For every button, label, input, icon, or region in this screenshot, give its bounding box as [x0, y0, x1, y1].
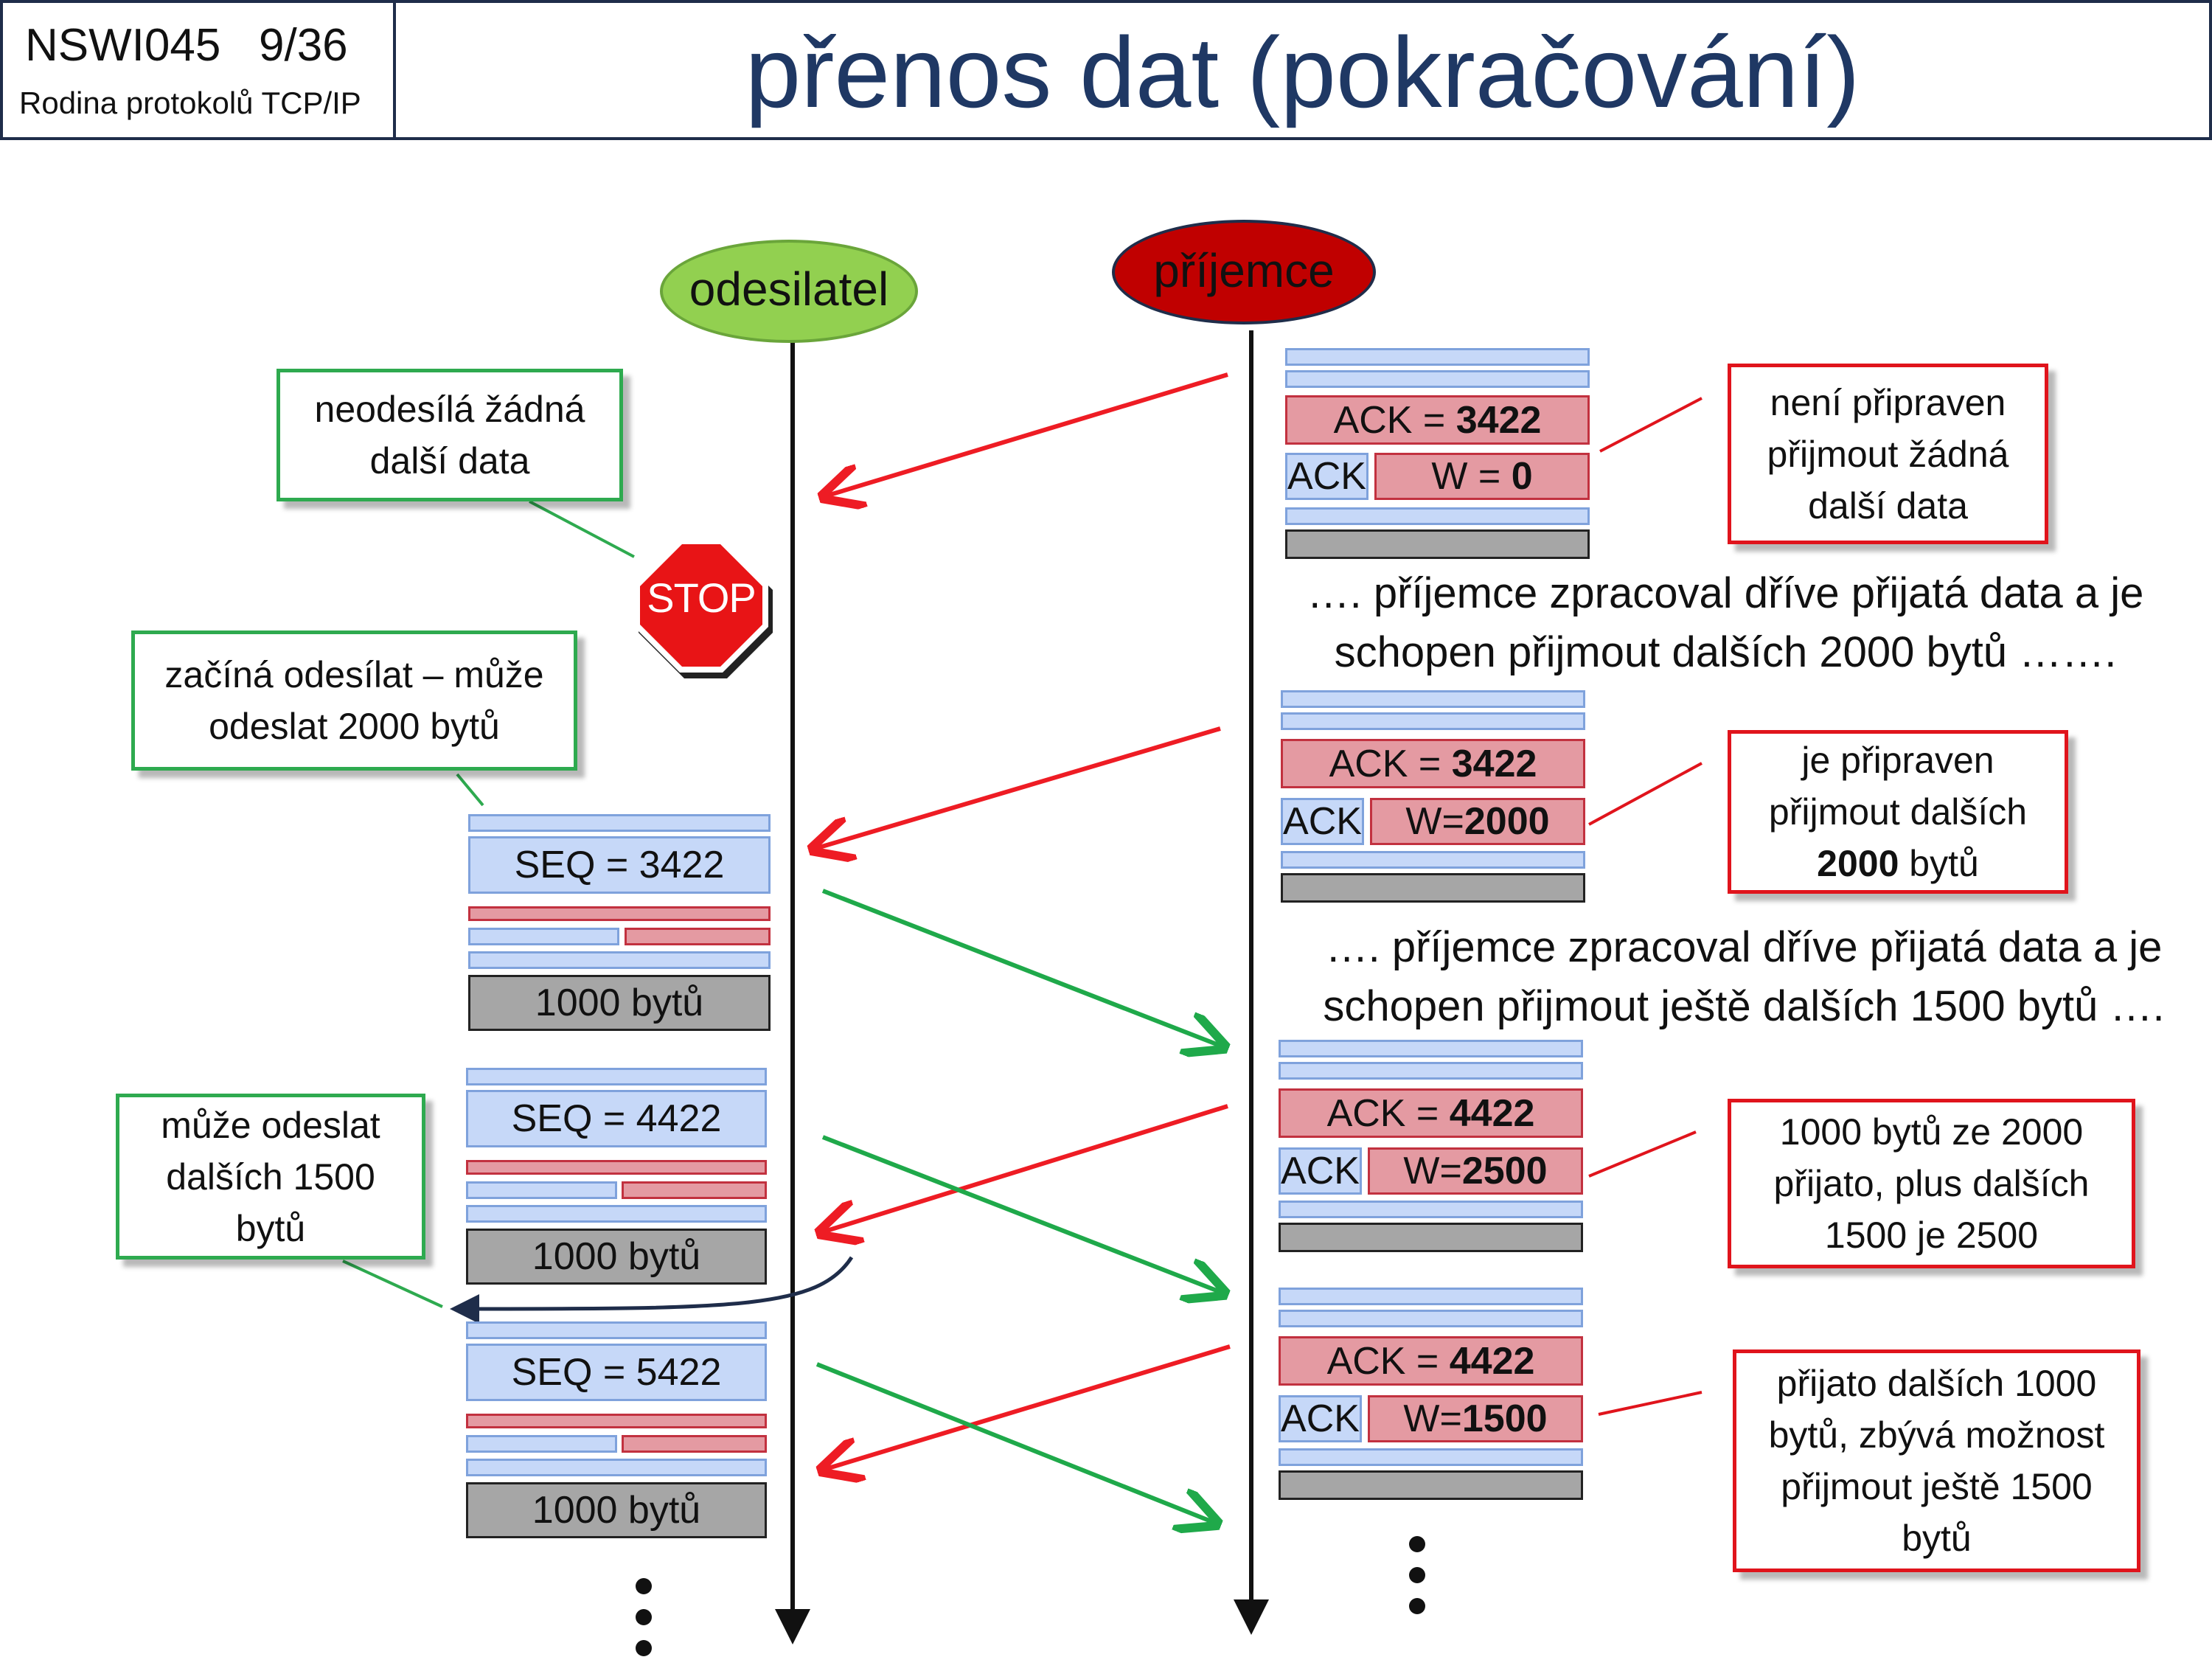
processed-text-2: …. příjemce zpracoval dříve přijatá data… — [1323, 923, 2165, 1030]
title-box: přenos dat (pokračování) — [393, 0, 2212, 140]
data-arrow-2 — [821, 1135, 1220, 1292]
ack-field: ACK = 3422 — [1285, 395, 1590, 445]
page-title: přenos dat (pokračování) — [745, 16, 1860, 128]
window-field: W=2000 — [1370, 798, 1585, 845]
window-arrow — [450, 1256, 854, 1324]
window-field: W=1500 — [1368, 1395, 1583, 1442]
seq-field: SEQ = 5422 — [466, 1344, 767, 1401]
note-ready-2000: je připraven přijmout dalších 2000 bytů — [1728, 730, 2068, 894]
processed-text-1: …. příjemce zpracoval dříve přijatá data… — [1307, 569, 2144, 676]
note-no-send: neodesílá žádná další data — [276, 369, 623, 501]
ack-arrow-2 — [817, 726, 1221, 848]
ack-flag: ACK — [1285, 453, 1368, 500]
data-arrow-1 — [821, 889, 1220, 1046]
connector-ready-2000 — [1588, 762, 1703, 826]
receiver-label: příjemce — [1153, 244, 1335, 297]
seq-field: SEQ = 3422 — [468, 836, 771, 894]
connector-no-send — [529, 500, 635, 558]
note-line: přijmout dalších — [1768, 791, 2028, 833]
ack-arrow-1 — [827, 372, 1228, 496]
note-ready-2000-text: je připraven přijmout dalších 2000 bytů — [1769, 734, 2027, 889]
payload-field: 1000 bytů — [468, 975, 771, 1031]
sender-ellipse: odesilatel — [660, 240, 918, 343]
note-received-1000: 1000 bytů ze 2000 přijato, plus dalších … — [1728, 1099, 2135, 1268]
stop-sign-label: STOP — [647, 574, 756, 621]
ack-flag: ACK — [1279, 1147, 1362, 1195]
note-line: je připraven — [1801, 740, 1994, 781]
ack-flag: ACK — [1279, 1395, 1362, 1442]
ack-arrow-4 — [826, 1344, 1231, 1469]
course-name: Rodina protokolů TCP/IP — [19, 86, 361, 120]
note-received-more: přijato dalších 1000 bytů, zbývá možnost… — [1733, 1349, 2140, 1572]
ack-field: ACK = 4422 — [1279, 1088, 1583, 1138]
receiver-ellipse: příjemce — [1112, 220, 1376, 324]
sender-label: odesilatel — [689, 263, 889, 316]
stop-sign — [634, 538, 773, 678]
ack-field: ACK = 3422 — [1281, 739, 1585, 788]
ack-field: ACK = 4422 — [1279, 1336, 1583, 1386]
data-arrow-3 — [815, 1362, 1213, 1522]
ack-flag: ACK — [1281, 798, 1364, 845]
note-line: 2000 bytů — [1817, 843, 1979, 884]
ack-arrow-3 — [824, 1104, 1228, 1231]
note-not-ready: není připraven přijmout žádná další data — [1728, 364, 2048, 544]
connector-start-send — [456, 773, 484, 807]
course-box: NSWI045 9/36 Rodina protokolů TCP/IP — [0, 0, 396, 140]
sender-continuation-dots — [636, 1578, 652, 1671]
receiver-continuation-dots — [1409, 1536, 1425, 1629]
connector-received-1000 — [1588, 1130, 1697, 1178]
seq-field: SEQ = 4422 — [466, 1090, 767, 1147]
connector-received-more — [1598, 1391, 1703, 1416]
course-code: NSWI045 9/36 — [25, 20, 348, 71]
window-field: W = 0 — [1374, 453, 1590, 500]
connector-not-ready — [1599, 397, 1703, 453]
payload-field: 1000 bytů — [466, 1229, 767, 1285]
note-can-send-more: může odeslat dalších 1500 bytů — [116, 1094, 425, 1260]
window-field: W=2500 — [1368, 1147, 1583, 1195]
note-start-send: začíná odesílat – může odeslat 2000 bytů — [131, 630, 577, 771]
connector-can-send — [342, 1260, 443, 1308]
payload-field: 1000 bytů — [466, 1482, 767, 1538]
